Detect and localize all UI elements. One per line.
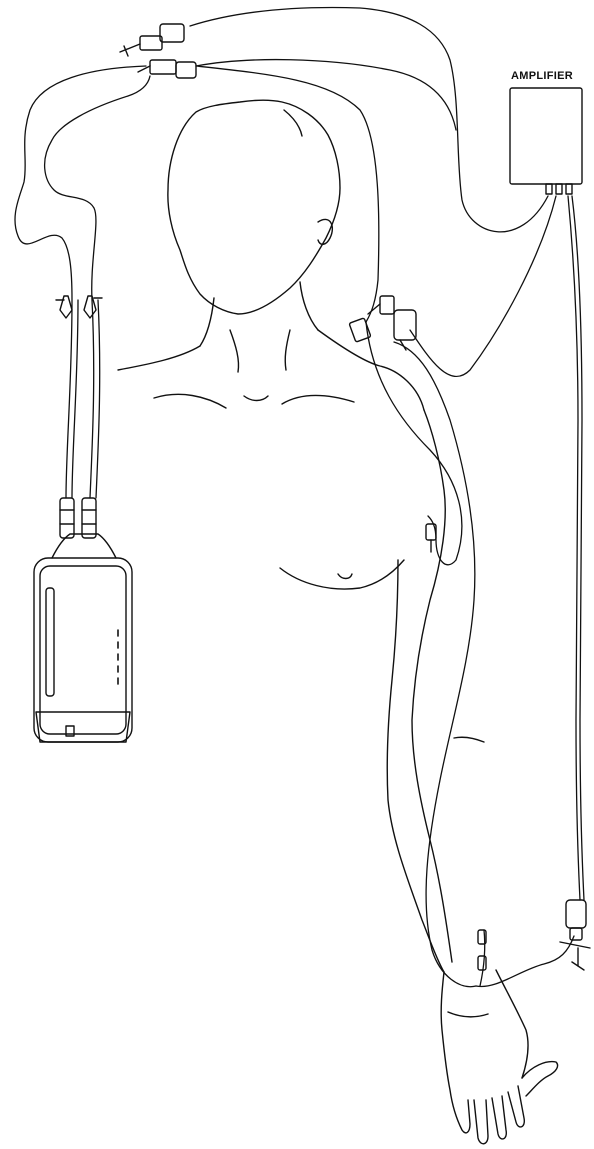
- bag-inner: [40, 566, 126, 734]
- amplifier-body: [510, 88, 582, 184]
- hand-palm: [496, 970, 528, 1078]
- wrist-transducer: [560, 900, 590, 970]
- neck-right: [300, 282, 318, 330]
- wrist-line: [476, 936, 574, 987]
- right-shoulder: [318, 330, 424, 410]
- amplifier-box: [510, 88, 582, 194]
- wrist-line-2: [480, 930, 485, 986]
- bag-spike-connectors: [56, 296, 102, 318]
- left-shoulder: [118, 346, 200, 370]
- arm-outer: [412, 410, 452, 962]
- flush-tube-right-wall: [96, 300, 100, 498]
- head-outline: [168, 100, 340, 314]
- cable-amp-to-wrist: [568, 196, 580, 900]
- cable-amp-to-wrist-wall: [572, 196, 584, 900]
- amplifier-port-1: [546, 184, 552, 194]
- amplifier-port-3: [566, 184, 572, 194]
- flush-tube-right: [45, 76, 150, 498]
- shoulder-transducer: [349, 296, 416, 350]
- hand-outline: [441, 972, 557, 1144]
- tubing: [15, 8, 584, 987]
- flush-tube-left-wall: [72, 300, 78, 498]
- cable-top-to-amp: [190, 8, 548, 232]
- neck-crease: [230, 330, 239, 372]
- flush-tube-left: [15, 66, 146, 498]
- chest-contour: [280, 560, 404, 589]
- top-stopcock: [120, 24, 196, 78]
- cable-amp-to-shoulder: [410, 196, 556, 376]
- neck-left: [200, 298, 214, 346]
- scalp-line: [284, 110, 302, 136]
- flush-bag: [34, 498, 132, 742]
- clavicle-left: [154, 394, 226, 408]
- torso-figure: [118, 100, 558, 1144]
- neck-crease-2: [285, 330, 290, 370]
- drip-chamber-left: [60, 498, 74, 538]
- nipple: [338, 574, 352, 579]
- line-to-chest-catheter: [366, 322, 462, 565]
- drip-chamber-right: [82, 498, 96, 538]
- amplifier-port-2: [556, 184, 562, 194]
- sternal-notch: [244, 396, 268, 401]
- bag-bottom-tray: [36, 712, 130, 742]
- clavicle-right: [282, 396, 354, 405]
- bag-body: [34, 558, 132, 742]
- bag-window: [46, 588, 54, 696]
- wrist-crease: [448, 1012, 488, 1017]
- elbow-crease: [454, 737, 484, 742]
